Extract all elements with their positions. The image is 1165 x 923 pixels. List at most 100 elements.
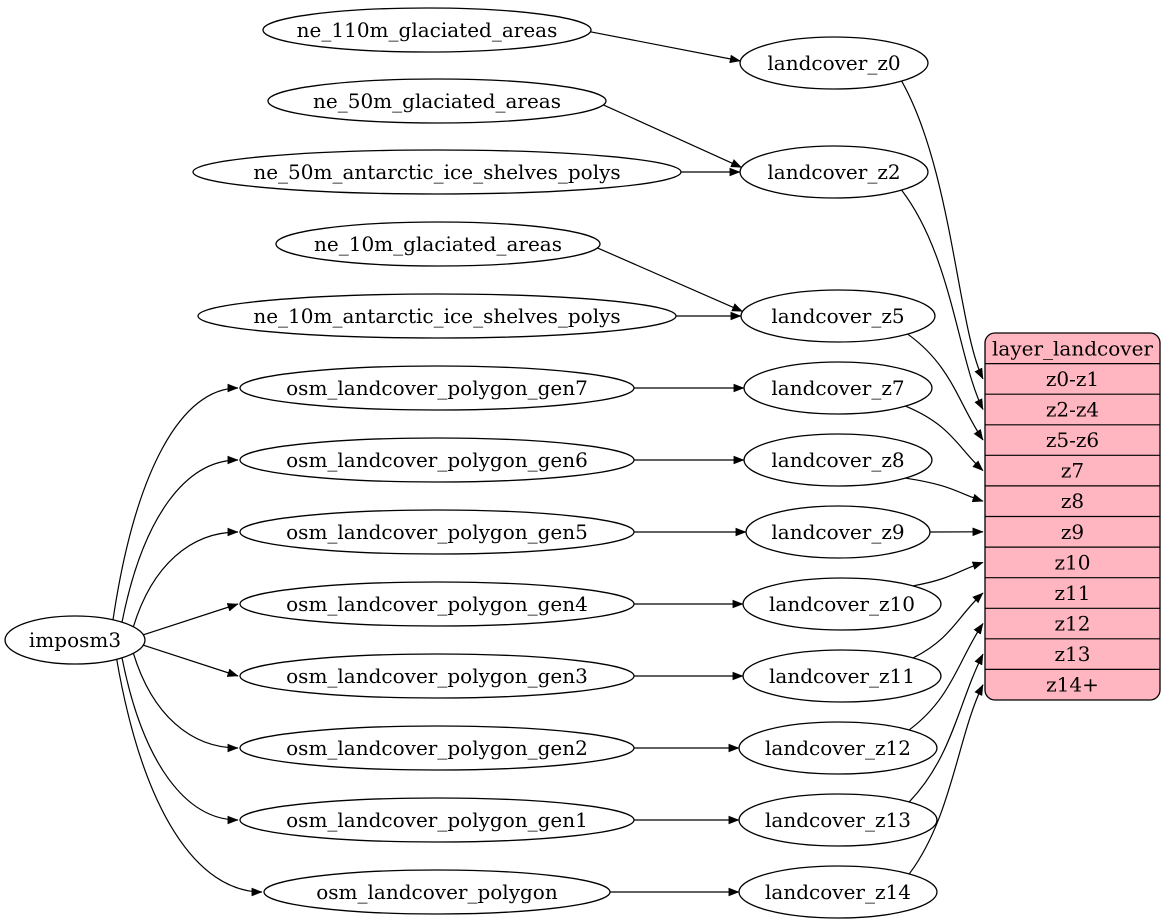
node-shape-ne_10m_glaciated_areas	[275, 221, 601, 267]
node-label-landcover_z14: landcover_z14	[765, 880, 911, 904]
node-landcover_z7: landcover_z7	[743, 361, 933, 415]
node-label-imposm3: imposm3	[29, 628, 121, 652]
edge-landcover_z10-to-layer_landcover:z10	[913, 561, 984, 587]
node-label-osm_landcover_polygon_gen6: osm_landcover_polygon_gen6	[286, 448, 588, 472]
node-shape-landcover_z8	[743, 433, 933, 487]
node-shape-osm_landcover_polygon	[263, 869, 611, 915]
edge-imposm3-to-osm_landcover_polygon_gen4	[143, 603, 239, 636]
node-shape-landcover_z0	[739, 36, 929, 90]
record-row-z2-z4: z2-z4	[1046, 398, 1099, 422]
node-label-osm_landcover_polygon_gen2: osm_landcover_polygon_gen2	[286, 736, 588, 760]
node-shape-osm_landcover_polygon_gen6	[239, 437, 635, 483]
node-landcover_z0: landcover_z0	[739, 36, 929, 90]
node-landcover_z9: landcover_z9	[745, 505, 931, 559]
node-label-landcover_z7: landcover_z7	[771, 376, 904, 400]
node-imposm3: imposm3	[4, 615, 146, 665]
edges-layer	[112, 31, 984, 897]
edge-imposm3-to-osm_landcover_polygon_gen5	[132, 527, 239, 627]
edge-landcover_z13-to-layer_landcover:z13	[908, 653, 984, 803]
node-shape-ne_110m_glaciated_areas	[262, 7, 592, 53]
edge-imposm3-to-osm_landcover_polygon_gen7	[112, 383, 239, 620]
node-label-ne_50m_glaciated_areas: ne_50m_glaciated_areas	[313, 89, 561, 113]
node-shape-landcover_z13	[738, 793, 938, 847]
node-landcover_z2: landcover_z2	[739, 145, 929, 199]
node-label-osm_landcover_polygon_gen3: osm_landcover_polygon_gen3	[286, 664, 588, 688]
node-osm_landcover_polygon_gen3: osm_landcover_polygon_gen3	[239, 653, 635, 699]
node-label-landcover_z0: landcover_z0	[767, 51, 900, 75]
node-label-ne_10m_antarctic_ice_shelves_polys: ne_10m_antarctic_ice_shelves_polys	[253, 304, 620, 328]
edge-landcover_z14-to-layer_landcover:z14+	[908, 684, 984, 875]
node-landcover_z5: landcover_z5	[740, 289, 936, 343]
node-shape-ne_50m_antarctic_ice_shelves_polys	[192, 149, 682, 195]
record-title: layer_landcover	[992, 336, 1153, 360]
edge-landcover_z2-to-layer_landcover:z2-z4	[901, 189, 984, 410]
node-ne_50m_antarctic_ice_shelves_polys: ne_50m_antarctic_ice_shelves_polys	[192, 149, 682, 195]
edge-landcover_z7-to-layer_landcover:z7	[905, 405, 984, 472]
node-shape-osm_landcover_polygon_gen4	[239, 581, 635, 627]
node-label-landcover_z2: landcover_z2	[767, 160, 900, 184]
node-label-ne_110m_glaciated_areas: ne_110m_glaciated_areas	[297, 18, 558, 42]
node-shape-osm_landcover_polygon_gen2	[239, 725, 635, 771]
edge-ne_110m_glaciated_areas-to-landcover_z0	[590, 31, 741, 64]
node-label-landcover_z13: landcover_z13	[765, 808, 911, 832]
node-osm_landcover_polygon_gen2: osm_landcover_polygon_gen2	[239, 725, 635, 771]
edge-imposm3-to-osm_landcover_polygon_gen3	[143, 644, 239, 677]
node-shape-landcover_z7	[743, 361, 933, 415]
record-row-z10: z10	[1055, 550, 1091, 574]
node-label-ne_50m_antarctic_ice_shelves_polys: ne_50m_antarctic_ice_shelves_polys	[253, 160, 620, 184]
node-shape-osm_landcover_polygon_gen5	[239, 509, 635, 555]
node-label-osm_landcover_polygon: osm_landcover_polygon	[316, 880, 558, 904]
node-shape-landcover_z12	[738, 721, 938, 775]
record-row-z7: z7	[1061, 459, 1084, 483]
node-landcover_z10: landcover_z10	[742, 577, 942, 631]
node-shape-ne_50m_glaciated_areas	[267, 78, 607, 124]
record-row-z13: z13	[1055, 642, 1091, 666]
edge-landcover_z12-to-layer_landcover:z12	[908, 623, 984, 731]
record-row-z12: z12	[1055, 612, 1091, 636]
node-ne_10m_glaciated_areas: ne_10m_glaciated_areas	[275, 221, 601, 267]
node-label-landcover_z10: landcover_z10	[769, 592, 915, 616]
node-label-ne_10m_glaciated_areas: ne_10m_glaciated_areas	[314, 232, 562, 256]
node-osm_landcover_polygon_gen4: osm_landcover_polygon_gen4	[239, 581, 635, 627]
node-osm_landcover_polygon_gen6: osm_landcover_polygon_gen6	[239, 437, 635, 483]
edge-landcover_z5-to-layer_landcover:z5-z6	[907, 333, 984, 441]
record-row-z11: z11	[1055, 581, 1091, 605]
node-label-landcover_z5: landcover_z5	[771, 304, 904, 328]
record-row-z0-z1: z0-z1	[1046, 367, 1099, 391]
node-landcover_z14: landcover_z14	[738, 865, 938, 919]
edge-landcover_z0-to-layer_landcover:z0-z1	[901, 80, 984, 380]
edge-ne_50m_glaciated_areas-to-landcover_z2	[603, 104, 743, 168]
edge-imposm3-to-osm_landcover_polygon_gen1	[121, 657, 239, 825]
node-shape-ne_10m_antarctic_ice_shelves_polys	[197, 293, 677, 339]
node-label-osm_landcover_polygon_gen5: osm_landcover_polygon_gen5	[286, 520, 588, 544]
node-osm_landcover_polygon_gen1: osm_landcover_polygon_gen1	[239, 797, 635, 843]
node-shape-landcover_z11	[742, 649, 942, 703]
node-landcover_z8: landcover_z8	[743, 433, 933, 487]
node-shape-landcover_z5	[740, 289, 936, 343]
node-shape-landcover_z9	[745, 505, 931, 559]
node-ne_50m_glaciated_areas: ne_50m_glaciated_areas	[267, 78, 607, 124]
edge-imposm3-to-osm_landcover_polygon	[116, 659, 263, 897]
node-label-osm_landcover_polygon_gen4: osm_landcover_polygon_gen4	[286, 592, 588, 616]
node-ne_110m_glaciated_areas: ne_110m_glaciated_areas	[262, 7, 592, 53]
edge-imposm3-to-osm_landcover_polygon_gen6	[121, 455, 239, 623]
node-osm_landcover_polygon_gen7: osm_landcover_polygon_gen7	[239, 365, 635, 411]
node-shape-osm_landcover_polygon_gen7	[239, 365, 635, 411]
node-label-landcover_z11: landcover_z11	[769, 664, 915, 688]
record-row-z14+: z14+	[1046, 673, 1099, 697]
edge-imposm3-to-osm_landcover_polygon_gen2	[132, 653, 239, 753]
node-osm_landcover_polygon_gen5: osm_landcover_polygon_gen5	[239, 509, 635, 555]
node-label-landcover_z8: landcover_z8	[771, 448, 904, 472]
node-shape-osm_landcover_polygon_gen1	[239, 797, 635, 843]
record-layer_landcover: layer_landcoverz0-z1z2-z4z5-z6z7z8z9z10z…	[984, 332, 1161, 701]
node-ne_10m_antarctic_ice_shelves_polys: ne_10m_antarctic_ice_shelves_polys	[197, 293, 677, 339]
node-landcover_z12: landcover_z12	[738, 721, 938, 775]
record-row-z9: z9	[1061, 520, 1084, 544]
record-row-z8: z8	[1061, 489, 1084, 513]
node-osm_landcover_polygon: osm_landcover_polygon	[263, 869, 611, 915]
node-landcover_z11: landcover_z11	[742, 649, 942, 703]
node-shape-landcover_z10	[742, 577, 942, 631]
node-label-landcover_z9: landcover_z9	[771, 520, 904, 544]
